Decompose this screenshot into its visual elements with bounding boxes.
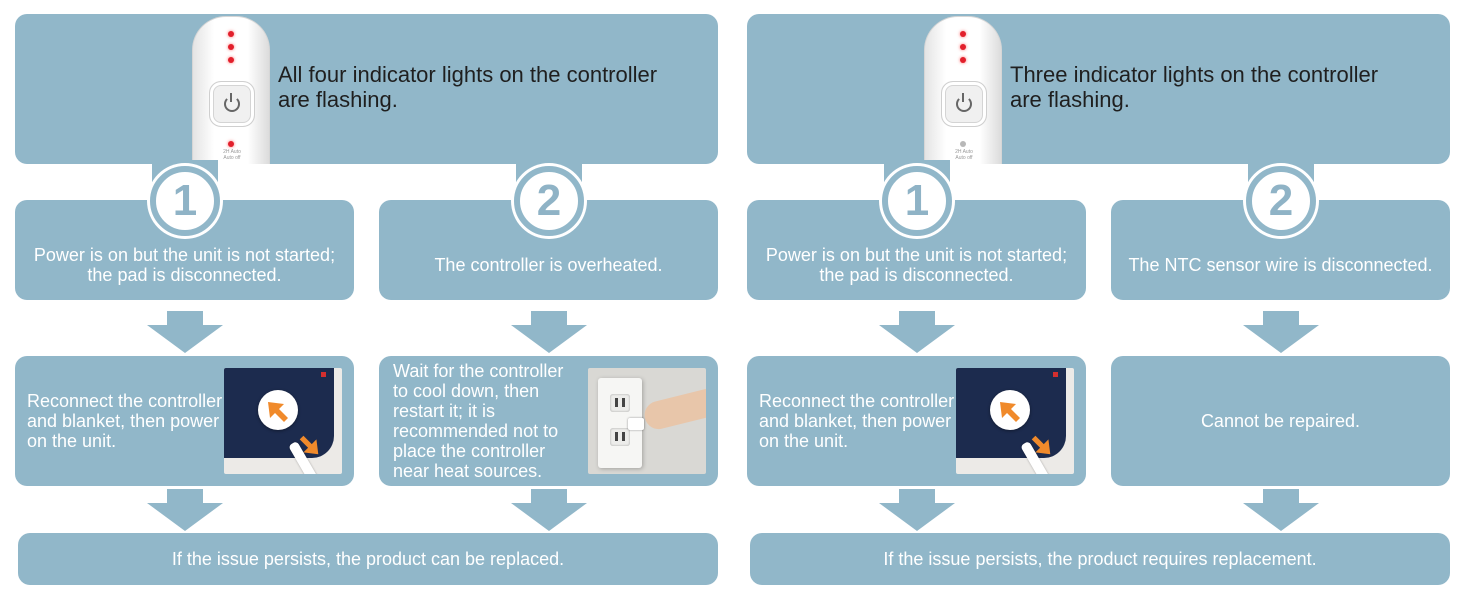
- indicator-light-1: [960, 31, 966, 37]
- symptom-text: All four indicator lights on the control…: [278, 62, 658, 112]
- controller-label: 2H Auto: [223, 149, 241, 155]
- cause-text: The NTC sensor wire is disconnected.: [1128, 255, 1433, 275]
- step-number-badge: 2: [514, 166, 584, 236]
- footer-box: If the issue persists, the product can b…: [18, 533, 718, 585]
- step-number-badge: 1: [882, 166, 952, 236]
- cause-text: Power is on but the unit is not started;…: [765, 245, 1068, 285]
- footer-text: If the issue persists, the product requi…: [883, 548, 1317, 569]
- fix-text: Reconnect the controller and blanket, th…: [27, 391, 223, 451]
- blanket-plug-photo: [224, 368, 342, 474]
- blanket-plug-photo: [956, 368, 1074, 474]
- down-arrow-icon: [879, 489, 955, 531]
- step-number-badge: 1: [150, 166, 220, 236]
- orange-arrow-icon: [268, 402, 288, 422]
- orange-arrow-icon: [299, 435, 319, 455]
- orange-arrow-icon: [1031, 435, 1051, 455]
- step-number-badge: 2: [1246, 166, 1316, 236]
- controller-label: Auto off: [223, 155, 241, 161]
- down-arrow-icon: [147, 311, 223, 353]
- down-arrow-icon: [147, 489, 223, 531]
- power-icon: [941, 81, 987, 127]
- fix-text: Cannot be repaired.: [1200, 411, 1361, 431]
- down-arrow-icon: [511, 311, 587, 353]
- fix-text: Wait for the controller to cool down, th…: [393, 361, 564, 481]
- controller-label: Auto off: [955, 155, 973, 161]
- fix-text: Reconnect the controller and blanket, th…: [759, 391, 955, 451]
- controller-illustration: 2H Auto Auto off: [924, 16, 1002, 164]
- down-arrow-icon: [511, 489, 587, 531]
- indicator-light-3: [228, 57, 234, 63]
- cause-box-2: The NTC sensor wire is disconnected.: [1111, 200, 1450, 300]
- wall-outlet-photo: [588, 368, 706, 474]
- footer-box: If the issue persists, the product requi…: [750, 533, 1450, 585]
- panel-three-lights: Three indicator lights on the controller…: [732, 0, 1464, 600]
- indicator-light-3: [960, 57, 966, 63]
- fix-box-1: Reconnect the controller and blanket, th…: [747, 356, 1086, 486]
- indicator-light-1: [228, 31, 234, 37]
- down-arrow-icon: [1243, 311, 1319, 353]
- cause-text: The controller is overheated.: [434, 255, 663, 275]
- cause-text: Power is on but the unit is not started;…: [33, 245, 336, 285]
- fix-box-2: Wait for the controller to cool down, th…: [379, 356, 718, 486]
- controller-illustration: 2H Auto Auto off: [192, 16, 270, 164]
- fix-box-2: Cannot be repaired.: [1111, 356, 1450, 486]
- symptom-header: All four indicator lights on the control…: [15, 14, 718, 164]
- controller-label: 2H Auto: [955, 149, 973, 155]
- down-arrow-icon: [1243, 489, 1319, 531]
- symptom-header: Three indicator lights on the controller…: [747, 14, 1450, 164]
- footer-text: If the issue persists, the product can b…: [171, 548, 565, 569]
- power-icon: [209, 81, 255, 127]
- indicator-light-2: [960, 44, 966, 50]
- indicator-light-4: [228, 141, 234, 147]
- down-arrow-icon: [879, 311, 955, 353]
- panel-four-lights: All four indicator lights on the control…: [15, 14, 718, 585]
- orange-arrow-icon: [1000, 402, 1020, 422]
- symptom-text: Three indicator lights on the controller…: [1010, 62, 1379, 112]
- indicator-light-4: [960, 141, 966, 147]
- indicator-light-2: [228, 44, 234, 50]
- fix-box-1: Reconnect the controller and blanket, th…: [15, 356, 354, 486]
